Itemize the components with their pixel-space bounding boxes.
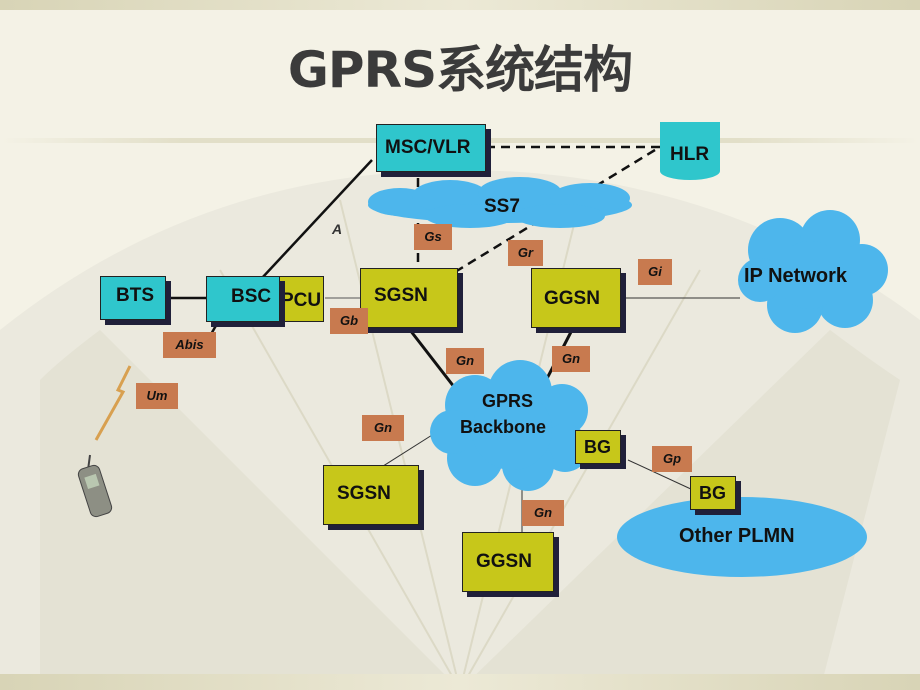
ss7-label: SS7 (484, 196, 520, 217)
link-hlr-sgsn (454, 148, 656, 274)
sgsn-top-label: SGSN (374, 285, 428, 306)
bsc-node: BSC (206, 276, 280, 322)
bts-label: BTS (116, 285, 154, 306)
bts-node: BTS (100, 276, 166, 320)
link-bsc-msc (261, 159, 373, 279)
sgsn-node-bottom: SGSN (323, 465, 419, 525)
bsc-label: BSC (231, 286, 272, 307)
gprs-backbone-label-line2: Backbone (460, 417, 547, 437)
interface-um-label: Um (136, 383, 178, 409)
interface-a-label: A (332, 221, 343, 237)
ggsn-node-bottom: GGSN (462, 532, 554, 592)
link-sgsn-backbone (408, 329, 460, 393)
ggsn-top-label: GGSN (544, 288, 600, 309)
interface-gp-label: Gp (652, 446, 692, 472)
gprs-backbone-cloud (430, 360, 589, 491)
ss7-cloud (368, 177, 632, 228)
ip-network-label: IP Network (744, 265, 847, 287)
gprs-backbone-label-line1: GPRS (482, 391, 534, 411)
hlr-database: HLR (660, 122, 720, 180)
interface-gr-label: Gr (508, 240, 543, 266)
sgsn-node-top: SGSN (360, 268, 458, 328)
radio-link-icon (94, 365, 132, 441)
interface-gi-label: Gi (638, 259, 672, 285)
link-bg-bg (627, 459, 694, 491)
bg-2-label: BG (699, 483, 726, 503)
interface-abis-label: Abis (163, 332, 216, 358)
interface-gn-label-3: Gn (362, 415, 404, 441)
page-title: GPRS系统结构 (287, 41, 633, 99)
ggsn-bottom-label: GGSN (476, 551, 532, 572)
ip-network-cloud (738, 210, 888, 333)
bottom-decor-bar (0, 674, 920, 690)
msc-vlr-node: MSC/VLR (376, 124, 486, 172)
sgsn-bottom-label: SGSN (337, 483, 391, 504)
other-plmn-label: Other PLMN (679, 525, 795, 547)
bg-node-1: BG (575, 430, 621, 464)
bg-1-label: BG (584, 437, 611, 457)
other-plmn-ellipse (617, 497, 867, 577)
mobile-phone-icon (77, 454, 113, 518)
bg-node-2: BG (690, 476, 736, 510)
interface-gn-label-4: Gn (522, 500, 564, 526)
ggsn-node-top: GGSN (531, 268, 621, 328)
interface-gn-label-2: Gn (552, 346, 590, 372)
interface-gb-label: Gb (330, 308, 368, 334)
top-decor-bar (0, 0, 920, 10)
link-backbone-sgsn-bottom (379, 429, 441, 469)
interface-gs-label: Gs (414, 224, 452, 250)
msc-vlr-label: MSC/VLR (385, 137, 471, 158)
pcu-label: PCU (281, 290, 322, 311)
interface-gn-label-1: Gn (446, 348, 484, 374)
hlr-label: HLR (670, 144, 710, 165)
